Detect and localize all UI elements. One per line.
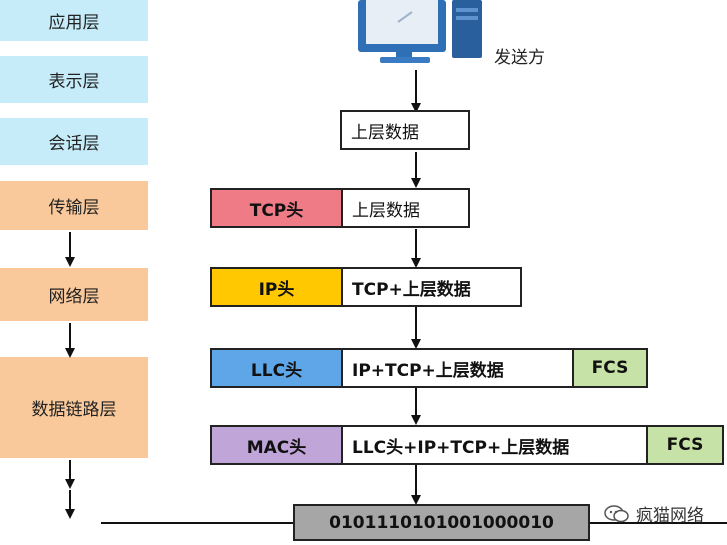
ip-header-box: IP头 bbox=[210, 267, 343, 307]
watermark-text: 疯猫网络 bbox=[636, 506, 704, 526]
layer-label: 应用层 bbox=[48, 13, 100, 33]
mac-fcs-box: FCS bbox=[646, 425, 724, 465]
llc-fcs-box: FCS bbox=[572, 348, 648, 388]
sender-label: 发送方 bbox=[494, 48, 545, 68]
layer-label: 数据链路层 bbox=[31, 400, 117, 420]
upper-data-box: 上层数据 bbox=[340, 110, 470, 150]
mac-header-box: MAC头 bbox=[210, 425, 343, 465]
watermark: 疯猫网络 bbox=[604, 501, 704, 526]
computer-icon bbox=[358, 0, 482, 63]
layer-session: 会话层 bbox=[0, 118, 148, 165]
layer-label: 网络层 bbox=[48, 287, 100, 307]
ip-data-box: TCP+上层数据 bbox=[341, 267, 522, 307]
layer-data-link: 数据链路层 bbox=[0, 357, 148, 458]
layer-label: 会话层 bbox=[48, 134, 100, 154]
wechat-icon bbox=[604, 504, 629, 522]
layer-label: 传输层 bbox=[48, 198, 100, 218]
llc-header-box: LLC头 bbox=[210, 348, 343, 388]
tcp-header-box: TCP头 bbox=[210, 188, 343, 228]
bitstream-box: 0101110101001000010 bbox=[293, 504, 590, 541]
layer-presentation: 表示层 bbox=[0, 56, 148, 103]
layer-network: 网络层 bbox=[0, 268, 148, 321]
mac-data-box: LLC头+IP+TCP+上层数据 bbox=[341, 425, 648, 465]
layer-application: 应用层 bbox=[0, 0, 148, 41]
llc-data-box: IP+TCP+上层数据 bbox=[341, 348, 574, 388]
layer-label: 表示层 bbox=[48, 72, 100, 92]
tcp-data-box: 上层数据 bbox=[341, 188, 470, 228]
layer-transport: 传输层 bbox=[0, 181, 148, 230]
